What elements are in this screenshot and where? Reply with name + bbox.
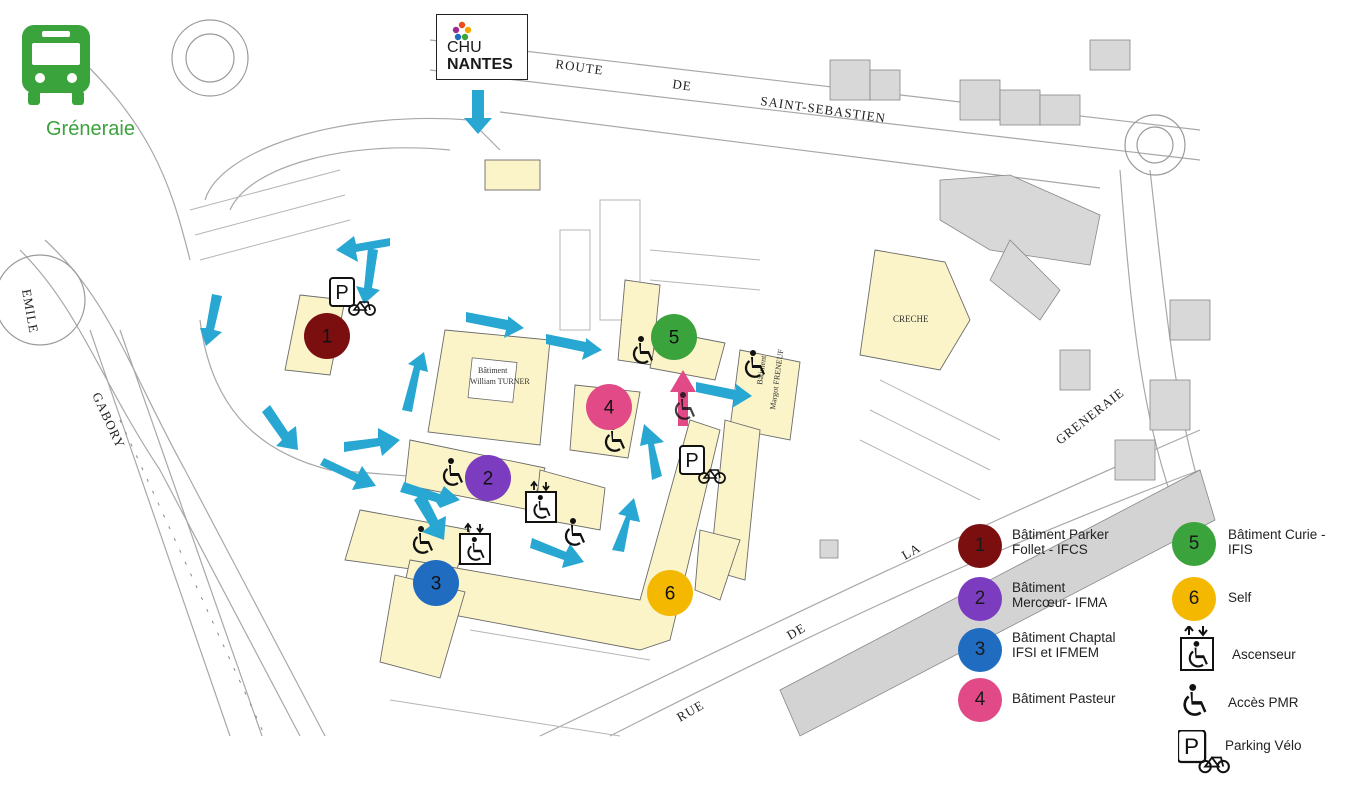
legend-label-6: Self [1228, 590, 1252, 605]
legend-marker-1: 1 [958, 524, 1002, 568]
legend-elevator-icon [1180, 626, 1214, 671]
legend-label-bike: Parking Vélo [1225, 738, 1302, 753]
bus-icon [22, 25, 90, 105]
svg-text:3: 3 [431, 574, 442, 595]
arrow-to-turner [344, 428, 400, 456]
marker-6[interactable]: 6 [647, 570, 693, 616]
marker-1[interactable]: 1 [304, 313, 350, 359]
arrow-up-self [612, 498, 640, 552]
legend-marker-6: 6 [1172, 577, 1216, 621]
arrow-to-bus [336, 236, 390, 262]
arrow-to-margot [696, 382, 752, 408]
legend-marker-2: 2 [958, 577, 1002, 621]
parking-stripes [189, 169, 1001, 737]
arrow-mercoeur [400, 482, 460, 508]
arrow-up-turner [402, 352, 428, 412]
legend-label-pmr: Accès PMR [1228, 695, 1299, 710]
chu-flower-icon [452, 21, 472, 41]
svg-text:1: 1 [322, 327, 333, 348]
building-label-turner-2: William TURNER [470, 377, 530, 386]
legend-label-5: Bâtiment Curie -IFIS [1228, 527, 1326, 557]
logo-line-2: NANTES [447, 56, 513, 73]
arrow-north-east [466, 312, 524, 338]
arrow-down-parking [356, 248, 380, 304]
legend-marker-5: 5 [1172, 522, 1216, 566]
marker-2[interactable]: 2 [465, 455, 511, 501]
chu-nantes-logo: CHU NANTES [436, 14, 528, 80]
street-label-route: ROUTE [555, 56, 605, 78]
arrow-to-curie [546, 334, 602, 360]
legend-label-elevator: Ascenseur [1232, 647, 1296, 662]
arrow-road-down [262, 405, 298, 450]
marker-4[interactable]: 4 [586, 384, 632, 430]
legend-label-4: Bâtiment Pasteur [1012, 691, 1116, 706]
arrow-to-pasteur [640, 424, 664, 480]
arrow-road-left [200, 294, 222, 346]
svg-text:6: 6 [665, 584, 676, 605]
arrow-road-east [320, 458, 376, 490]
legend-marker-3: 3 [958, 628, 1002, 672]
bus-stop[interactable] [20, 25, 92, 112]
building-label-turner: Bâtiment [478, 366, 508, 375]
svg-text:2: 2 [483, 469, 494, 490]
marker-3[interactable]: 3 [413, 560, 459, 606]
logo-line-1: CHU [447, 39, 482, 56]
direction-arrows [200, 90, 752, 568]
building-label-creche: CRECHE [893, 314, 929, 324]
street-label-de: DE [672, 76, 693, 94]
legend-wheelchair-icon [1183, 684, 1208, 716]
svg-text:4: 4 [604, 398, 615, 419]
legend-marker-4: 4 [958, 678, 1002, 722]
legend-bike-parking-icon [1178, 730, 1230, 774]
arrow-from-chu [464, 90, 492, 134]
arrow-chaptal-east [530, 538, 584, 568]
arrow-chaptal [414, 492, 446, 540]
roundabouts [0, 19, 1186, 346]
bus-stop-label: Gréneraie [46, 118, 135, 140]
svg-text:5: 5 [669, 328, 680, 349]
marker-5[interactable]: 5 [651, 314, 697, 360]
